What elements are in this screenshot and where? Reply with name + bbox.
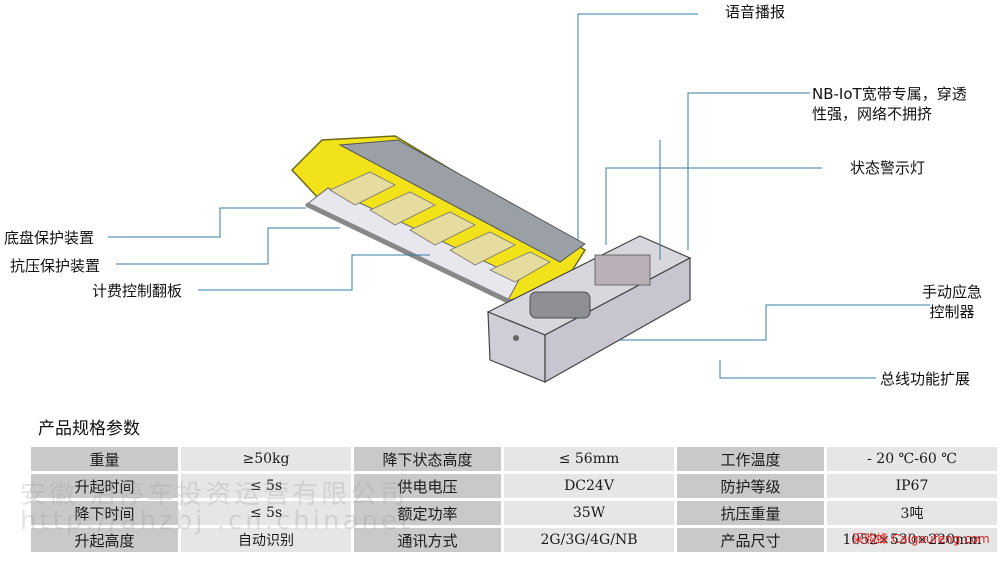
flap-2 — [369, 191, 436, 226]
spec-key: 重量 — [31, 447, 178, 471]
spec-key: 降下状态高度 — [354, 447, 501, 471]
spec-value: 3吨 — [827, 501, 997, 525]
callout-chassis: 底盘保护装置 — [4, 229, 95, 247]
callout-manual: 手动应急 控制器 — [922, 282, 982, 322]
spec-value: 35W — [504, 501, 674, 525]
cover-panel — [338, 139, 586, 263]
line-manual — [620, 304, 930, 341]
line-flap — [198, 254, 430, 291]
callout-status-light: 状态警示灯 — [850, 159, 926, 177]
line-status — [605, 167, 822, 245]
line-nbiot — [687, 92, 810, 250]
callout-pressure: 抗压保护装置 — [10, 257, 101, 275]
callout-flap: 计费控制翻板 — [92, 282, 183, 300]
spec-key: 额定功率 — [354, 501, 501, 525]
callout-lines — [108, 13, 930, 379]
spec-key: 防护等级 — [677, 474, 824, 498]
spec-row: 重量 ≥50kg 降下状态高度 ≤ 56mm 工作温度 - 20 ℃-60 ℃ — [31, 447, 997, 471]
flap-4 — [449, 231, 516, 266]
spec-row: 降下时间 ≤ 5s 额定功率 35W 抗压重量 3吨 — [31, 501, 997, 525]
spec-value: DC24V — [504, 474, 674, 498]
spec-value: ≥50kg — [181, 447, 351, 471]
spec-key: 升起时间 — [31, 474, 178, 498]
spec-table: 重量 ≥50kg 降下状态高度 ≤ 56mm 工作温度 - 20 ℃-60 ℃ … — [28, 444, 1000, 555]
spec-value: 2G/3G/4G/NB — [504, 528, 674, 552]
spec-row: 升起高度 自动识别 通讯方式 2G/3G/4G/NB 产品尺寸 1052×530… — [31, 528, 997, 552]
callout-manual-line1: 手动应急 — [922, 283, 983, 301]
spec-key: 抗压重量 — [677, 501, 824, 525]
callout-voice: 语音播报 — [725, 3, 786, 21]
spec-key: 产品尺寸 — [677, 528, 824, 552]
spec-value: IP67 — [827, 474, 997, 498]
watermark-caigoufeng: 采购蜂 Caigoufeng.com — [852, 532, 990, 546]
roller-bar — [305, 202, 513, 305]
motor — [529, 291, 591, 319]
spec-value: ≤ 56mm — [504, 447, 674, 471]
flap-3 — [409, 211, 476, 246]
line-pressure — [116, 227, 340, 265]
line-voice — [577, 13, 698, 240]
callout-bus: 总线功能扩展 — [880, 370, 971, 388]
callout-nbiot: NB-IoT宽带专属，穿透 性强，网络不拥挤 — [812, 84, 967, 124]
spec-key: 升起高度 — [31, 528, 178, 552]
flap-5 — [489, 251, 551, 283]
parking-lock-diagram — [108, 13, 930, 384]
spec-value: - 20 ℃-60 ℃ — [827, 447, 997, 471]
spec-key: 工作温度 — [677, 447, 824, 471]
line-bus — [719, 360, 876, 379]
circuit-board — [594, 254, 651, 286]
callout-manual-line2: 控制器 — [929, 303, 975, 321]
callout-nbiot-line1: NB-IoT宽带专属，穿透 — [812, 85, 967, 103]
spec-key: 通讯方式 — [354, 528, 501, 552]
spec-value: 自动识别 — [181, 528, 351, 552]
spec-title: 产品规格参数 — [38, 419, 140, 439]
box-indicator — [513, 335, 519, 341]
spec-value: ≤ 5s — [181, 501, 351, 525]
spec-value: 1052×530×220mm — [827, 528, 997, 552]
spec-row: 升起时间 ≤ 5s 供电电压 DC24V 防护等级 IP67 — [31, 474, 997, 498]
spec-value: ≤ 5s — [181, 474, 351, 498]
spec-key: 供电电压 — [354, 474, 501, 498]
callout-nbiot-line2: 性强，网络不拥挤 — [812, 105, 933, 123]
spec-key: 降下时间 — [31, 501, 178, 525]
flap-1 — [329, 171, 396, 206]
line-chassis — [108, 207, 306, 238]
